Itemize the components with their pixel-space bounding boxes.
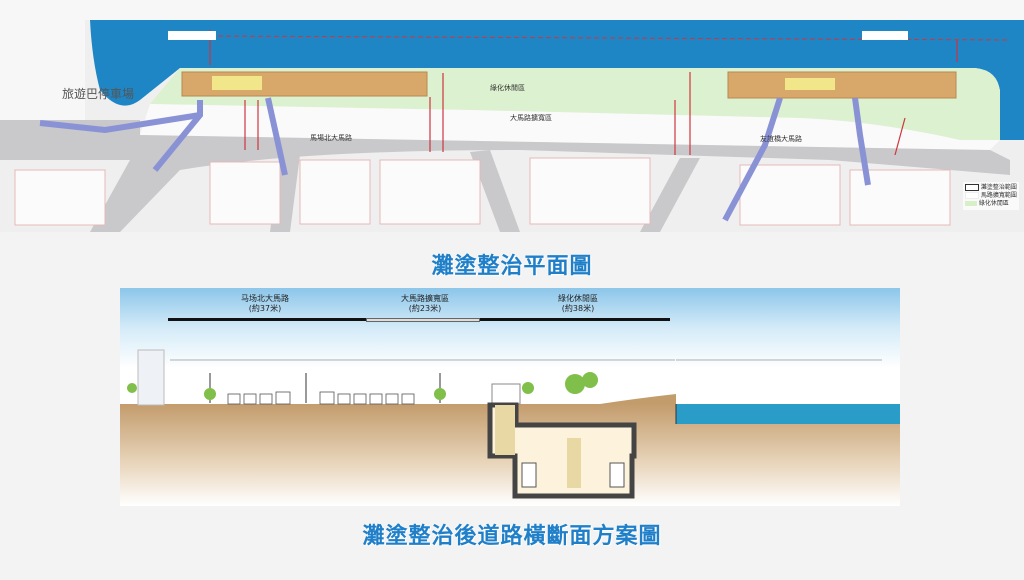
building [137, 349, 165, 406]
label-road-north: 馬場北大馬路 [310, 133, 352, 142]
legend-item: 灘塗整治範圍 [965, 184, 1017, 192]
water [676, 404, 900, 424]
zone-green-leisure: 綠化休閒區(約38米) [558, 294, 598, 313]
zone-road-widening: 大馬路擴寬區(約23米) [401, 294, 449, 313]
entrance-canopy [491, 383, 521, 405]
legend-item: 馬路擴寬範圍 [965, 192, 1017, 200]
pedestrian-bridges [39, 97, 871, 222]
legend-label: 馬路擴寬範圍 [980, 192, 1017, 199]
plan-drawing: 旅遊巴停車場 馬場北大馬路 友誼橋大馬路 綠化休閒區 大馬路擴寬區 灘塗整治範圍… [0, 0, 1024, 232]
label-green-area: 綠化休閒區 [490, 83, 525, 92]
plan-map: 旅遊巴停車場 馬場北大馬路 友誼橋大馬路 綠化休閒區 大馬路擴寬區 [0, 0, 1024, 232]
legend-label: 灘塗整治範圍 [980, 184, 1017, 191]
station-east [727, 71, 957, 99]
road-widening-area [140, 104, 1000, 150]
section-title: 灘塗整治後道路橫斷面方案圖 [362, 524, 662, 549]
plan-title: 灘塗整治平面圖 [431, 254, 593, 279]
label-coach-park-1: 旅遊巴停車場 [62, 86, 134, 101]
section-drawing: 马场北大馬路(約37米) 大馬路擴寬區(約23米) 綠化休閒區(約38米) [120, 288, 900, 506]
plan-legend: 灘塗整治範圍 馬路擴寬範圍 綠化休閒區 [963, 182, 1019, 210]
main-road [0, 120, 1010, 232]
label-road-widening: 大馬路擴寬區 [510, 113, 552, 122]
legend-label: 綠化休閒區 [978, 200, 1009, 207]
vehicles [227, 391, 415, 405]
zone-bar-2 [366, 318, 480, 322]
trees [127, 372, 598, 400]
label-road-east: 友誼橋大馬路 [760, 134, 802, 143]
zone-road-north: 马场北大馬路(約37米) [241, 294, 289, 313]
section-graphics [127, 349, 882, 499]
underground-station [487, 402, 637, 499]
zone-bar-1 [168, 318, 366, 321]
legend-item: 綠化休閒區 [965, 200, 1017, 208]
zone-bar-3 [480, 318, 670, 321]
sea-area [90, 20, 1024, 140]
